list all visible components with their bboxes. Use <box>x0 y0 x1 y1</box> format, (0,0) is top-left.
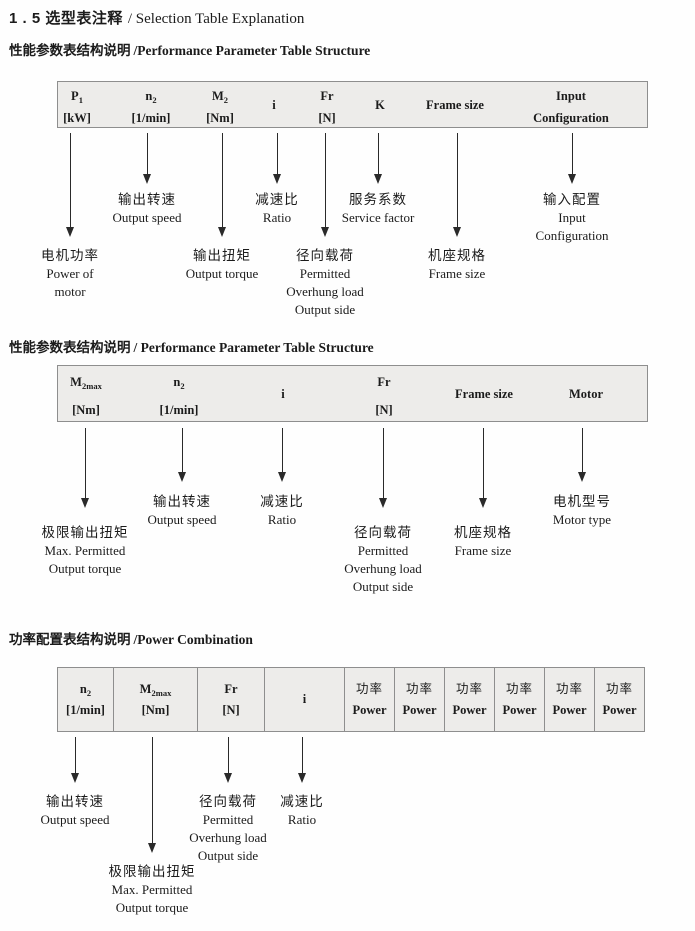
column-k: K <box>375 97 385 112</box>
callout-output-speed: 输出转速 Output speed <box>147 494 217 527</box>
section3-heading: 功率配置表结构说明/Power Combination <box>9 628 253 648</box>
column-m2max: M2max [Nm] <box>70 375 102 417</box>
column-n2: n2 [1/min] <box>131 89 171 125</box>
arrow-fr <box>321 133 329 237</box>
page-title: 1 . 5 选型表注释/ Selection Table Explanation <box>9 7 304 28</box>
callout-ratio: 减速比 Ratio <box>280 794 324 827</box>
section3-heading-en: /Power Combination <box>133 632 253 647</box>
arrow-fr <box>224 737 232 783</box>
callout-output-speed: 输出转速 Output speed <box>40 794 110 827</box>
page-title-zh: 1 . 5 选型表注释 <box>9 10 123 27</box>
callout-motor-power: 电机功率 Power of motor <box>41 248 99 299</box>
callout-motor-type: 电机型号 Motor type <box>552 494 612 527</box>
section3-heading-zh: 功率配置表结构说明 <box>9 632 131 647</box>
column-n2: n2 [1/min] <box>66 681 105 717</box>
arrow-motor <box>578 428 586 482</box>
section1-heading-en: /Performance Parameter Table Structure <box>133 43 371 58</box>
callout-max-output-torque: 极限输出扭矩 Max. Permitted Output torque <box>108 864 196 915</box>
power-table-header: n2 [1/min] M2max [Nm] Fr [N] i 功率 Power … <box>57 667 645 732</box>
arrow-m2 <box>218 133 226 237</box>
performance-table-header-1: P1 [kW] n2 [1/min] M2 [Nm] i Fr [N] K <box>57 81 648 128</box>
section1-heading-zh: 性能参数表结构说明 <box>9 43 131 58</box>
arrow-fr <box>379 428 387 508</box>
arrow-i <box>298 737 306 783</box>
arrow-k <box>374 133 382 184</box>
callout-ratio: 减速比 Ratio <box>260 494 304 527</box>
callout-service-factor: 服务系数 Service factor <box>341 192 415 225</box>
arrow-n2 <box>143 133 151 184</box>
arrow-i <box>273 133 281 184</box>
arrow-frame-size <box>453 133 461 237</box>
section2-heading-zh: 性能参数表结构说明 <box>9 340 131 355</box>
section2-heading: 性能参数表结构说明/ Performance Parameter Table S… <box>9 336 374 356</box>
callout-overhung-load: 径向载荷 Permitted Overhung load Output side <box>344 525 422 594</box>
callout-overhung-load: 径向载荷 Permitted Overhung load Output side <box>286 248 364 317</box>
column-frame-size: Frame size <box>426 97 484 112</box>
column-frame-size: Frame size <box>455 386 513 401</box>
callout-input-configuration: 输入配置 Input Configuration <box>535 192 609 243</box>
column-i: i <box>272 97 276 112</box>
column-fr: Fr [N] <box>318 89 336 125</box>
page-title-en: / Selection Table Explanation <box>127 11 305 27</box>
arrow-frame-size <box>479 428 487 508</box>
column-fr: Fr [N] <box>375 375 393 417</box>
callout-output-speed: 输出转速 Output speed <box>112 192 182 225</box>
callout-max-output-torque: 极限输出扭矩 Max. Permitted Output torque <box>41 525 129 576</box>
callout-ratio: 减速比 Ratio <box>255 192 299 225</box>
column-p1: P1 [kW] <box>63 89 91 125</box>
column-power-6: 功率 Power <box>594 668 644 731</box>
callout-frame-size: 机座规格 Frame size <box>454 525 512 558</box>
arrow-n2 <box>178 428 186 482</box>
arrow-m2max <box>81 428 89 508</box>
column-power-1: 功率 Power <box>344 668 394 731</box>
column-fr: Fr [N] <box>197 668 264 731</box>
performance-table-header-2: M2max [Nm] n2 [1/min] i Fr [N] Frame siz… <box>57 365 648 422</box>
column-n2: n2 [1/min] <box>159 375 199 417</box>
column-power-4: 功率 Power <box>494 668 544 731</box>
column-i: i <box>281 386 285 401</box>
arrow-i <box>278 428 286 482</box>
arrow-m2max <box>148 737 156 853</box>
callout-output-torque: 输出扭矩 Output torque <box>185 248 259 281</box>
column-motor: Motor <box>568 386 604 401</box>
column-power-3: 功率 Power <box>444 668 494 731</box>
column-m2: M2 [Nm] <box>206 89 234 125</box>
column-power-5: 功率 Power <box>544 668 594 731</box>
arrow-p1 <box>66 133 74 237</box>
column-i: i <box>264 668 344 731</box>
callout-overhung-load: 径向载荷 Permitted Overhung load Output side <box>189 794 267 863</box>
callout-frame-size: 机座规格 Frame size <box>428 248 486 281</box>
column-input-configuration: Input Configuration <box>533 89 609 125</box>
column-m2max: M2max [Nm] <box>113 668 197 731</box>
column-power-2: 功率 Power <box>394 668 444 731</box>
arrow-input-configuration <box>568 133 576 184</box>
arrow-n2 <box>71 737 79 783</box>
section2-heading-en: / Performance Parameter Table Structure <box>133 340 374 355</box>
section1-heading: 性能参数表结构说明/Performance Parameter Table St… <box>9 39 370 59</box>
